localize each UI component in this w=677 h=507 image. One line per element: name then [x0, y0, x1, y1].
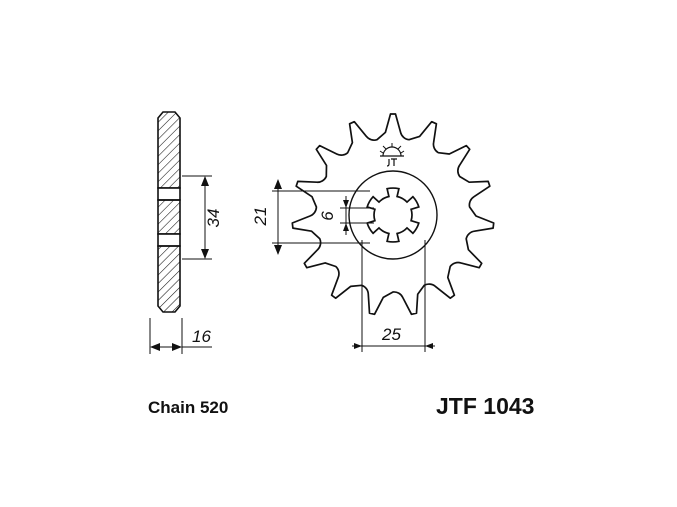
width-label: 16 [192, 327, 211, 346]
hub-circle [348, 170, 438, 260]
side-upper-hub [157, 187, 181, 201]
spline-width-label: 6 [318, 211, 337, 221]
sprocket-side-view: 34 16 [149, 111, 223, 354]
side-middle-web [157, 199, 181, 235]
splined-bore [366, 187, 420, 243]
jt-brand-logo [379, 143, 405, 167]
chain-size-label: Chain 520 [148, 398, 229, 417]
spline-pitch-label: 25 [381, 325, 401, 344]
side-upper-section [157, 111, 181, 189]
sprocket-tooth-profile [291, 113, 495, 316]
side-lower-hub [157, 233, 181, 247]
sprocket-front-view: 21 6 25 [251, 113, 495, 352]
spline-height-label: 21 [251, 207, 270, 227]
part-number-label: JTF 1043 [436, 393, 535, 419]
side-lower-section [157, 245, 181, 313]
hub-diameter-label: 34 [204, 209, 223, 228]
